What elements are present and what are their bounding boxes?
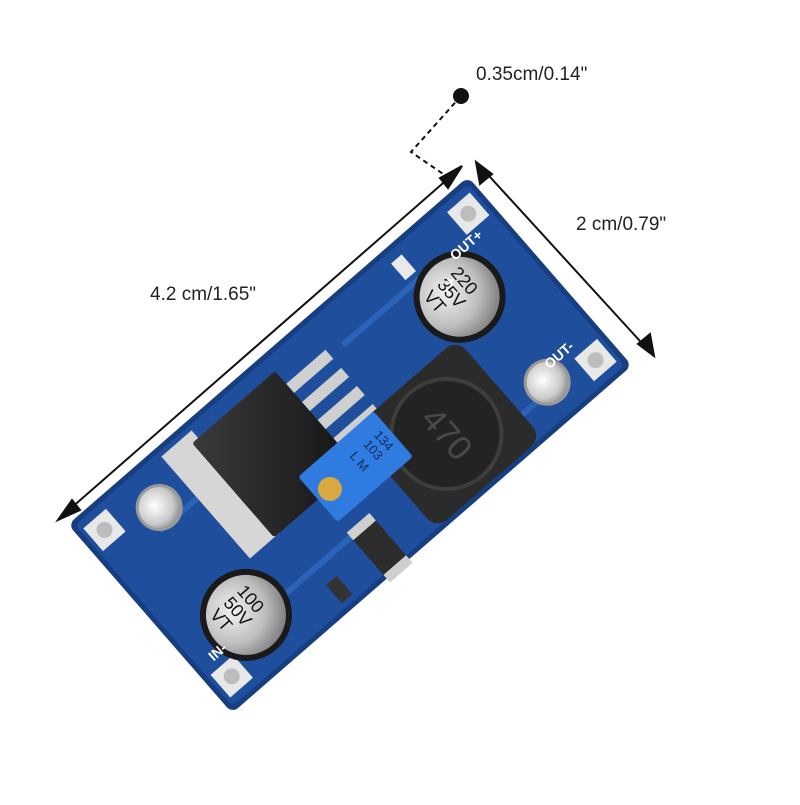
mounting-hole-left <box>135 484 183 532</box>
width-arrow-start <box>474 159 494 186</box>
smd-resistor <box>326 575 353 604</box>
trimmer-adjust-screw <box>317 476 342 501</box>
power-inductor: 470 <box>356 344 537 524</box>
length-dimension-line <box>61 169 459 517</box>
length-label: 4.2 cm/1.65" <box>150 284 257 305</box>
smd-led <box>391 254 417 281</box>
corner-pad-in-minus <box>210 655 253 698</box>
output-capacitor: 220 35V VT <box>413 250 506 343</box>
mounting-hole-right <box>523 358 571 406</box>
hole-leader-line <box>409 95 462 181</box>
trimmer-potentiometer: 103 134 L M <box>299 412 412 521</box>
width-arrow-end <box>636 332 656 359</box>
dimension-lines <box>55 88 656 523</box>
corner-pad-in-plus <box>83 508 126 552</box>
corner-pad-out-plus <box>447 192 490 235</box>
schottky-diode <box>350 517 410 579</box>
length-arrow-end <box>438 165 463 190</box>
width-label: 2 cm/0.79" <box>576 214 667 235</box>
hole-offset-label: 0.35cm/0.14" <box>476 64 588 85</box>
pcb-board: 470 103 134 L M 100 50V VT <box>71 180 629 710</box>
length-arrow-start <box>55 498 82 523</box>
width-dimension-line <box>479 165 651 353</box>
corner-pad-out-minus <box>574 338 617 382</box>
input-capacitor: 100 50V VT <box>199 568 292 661</box>
